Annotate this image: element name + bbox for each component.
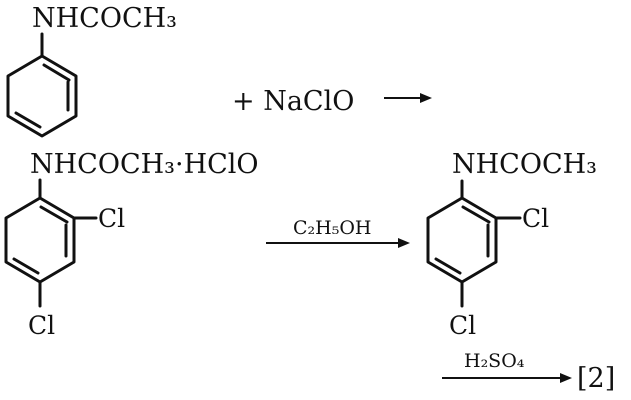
intermediate-benzene-ring [4,196,76,284]
sulfuric-acid-condition-label: H₂SO₄ [464,350,525,372]
naclo-reagent-label: + NaClO [232,86,354,117]
product-ring-double-bond [434,257,462,275]
product-ring-double-bond [461,205,491,224]
acetanilide-substituent-label: NHCOCH₃ [32,3,177,34]
product-cl-ortho-label: Cl [522,204,549,233]
reaction3-arrow [442,373,572,383]
reaction1-arrow [384,93,432,103]
intermediate-molecule: NHCOCH₃·HClO Cl Cl [4,149,259,340]
unknown-product-placeholder: [2] [577,363,615,394]
acetanilide-ring-double-bond [14,111,42,129]
dichloroacetanilide-molecule: NHCOCH₃ Cl Cl [426,149,597,340]
acetanilide-molecule: NHCOCH₃ [6,3,177,138]
intermediate-cl-para-label: Cl [28,311,55,340]
reaction2-arrow [266,238,410,248]
product-cl-para-label: Cl [449,311,476,340]
product-substituent-label: NHCOCH₃ [452,149,597,180]
intermediate-ring-double-bond [39,205,69,224]
acetanilide-ring-double-bond [42,63,71,82]
product-benzene-ring [426,196,498,284]
intermediate-ring-double-bond [12,257,40,275]
ethanol-condition-label: C₂H₅OH [293,217,372,239]
acetanilide-benzene-ring [6,54,78,138]
intermediate-cl-ortho-label: Cl [98,204,125,233]
intermediate-substituent-label: NHCOCH₃·HClO [30,149,259,180]
